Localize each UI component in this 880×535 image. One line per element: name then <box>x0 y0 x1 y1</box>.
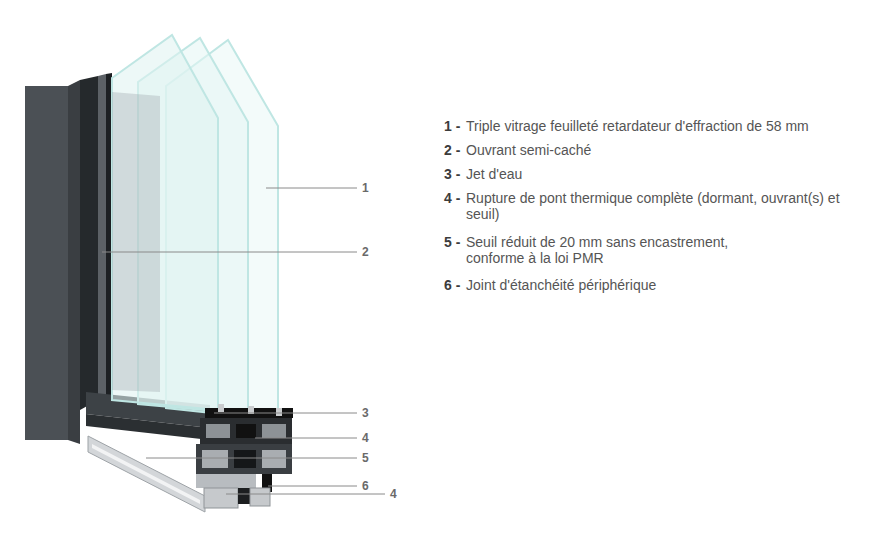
key-text: Triple vitrage feuilleté retardateur d'e… <box>466 118 866 134</box>
frame-face <box>25 86 68 440</box>
threshold-section <box>196 474 256 488</box>
leader-lines <box>102 188 385 494</box>
callout-number: 2 <box>362 245 369 259</box>
leader-line <box>266 188 357 189</box>
glass-edge <box>276 408 282 416</box>
key-text: Rupture de pont thermique complète (dorm… <box>466 190 871 222</box>
key-text: Ouvrant semi-caché <box>466 142 866 158</box>
aluminium-chamber <box>206 424 230 438</box>
sash-edge <box>98 74 106 400</box>
key-number: 3 - <box>444 166 460 182</box>
glass-pane <box>112 35 218 410</box>
callout-number: 5 <box>362 451 369 465</box>
thermal-break <box>238 488 250 504</box>
leader-line <box>268 486 357 487</box>
callout-number: 3 <box>362 406 369 420</box>
key-number: 4 - <box>444 190 460 206</box>
thermal-break <box>234 450 256 468</box>
sash-section <box>200 418 292 444</box>
sash-profile <box>80 76 98 410</box>
aluminium-chamber <box>262 450 286 468</box>
aluminium-chamber <box>202 450 228 468</box>
threshold-section <box>204 488 238 508</box>
leader-line <box>102 252 357 253</box>
threshold-section <box>250 488 270 506</box>
callout-number: 1 <box>362 181 369 195</box>
callout-number: 6 <box>362 479 369 493</box>
thermal-break <box>236 424 256 438</box>
key-number: 6 - <box>444 277 460 293</box>
callout-number: 4 <box>362 431 369 445</box>
leader-line <box>226 494 385 495</box>
key-text: Seuil réduit de 20 mm sans encastrement,… <box>466 234 766 266</box>
key-number: 2 - <box>444 142 460 158</box>
glass-shadow <box>112 92 160 392</box>
leader-line <box>214 413 357 414</box>
profile-section <box>196 404 293 508</box>
bottom-rail-face <box>86 414 210 440</box>
key-number: 1 - <box>444 118 460 134</box>
threshold-rail <box>88 436 205 512</box>
key-number: 5 - <box>444 234 460 250</box>
frame-section <box>196 444 292 474</box>
key-text: Jet d'eau <box>466 166 866 182</box>
threshold-highlight <box>92 444 200 504</box>
leader-line <box>255 438 357 439</box>
leader-line <box>146 458 357 459</box>
aluminium-chamber <box>262 424 286 438</box>
glass-edge <box>218 404 224 412</box>
key-text: Joint d'étanchéité périphérique <box>466 277 866 293</box>
callout-number: 4 <box>390 487 397 501</box>
frame-side <box>68 80 80 444</box>
glass-panes <box>112 35 278 420</box>
